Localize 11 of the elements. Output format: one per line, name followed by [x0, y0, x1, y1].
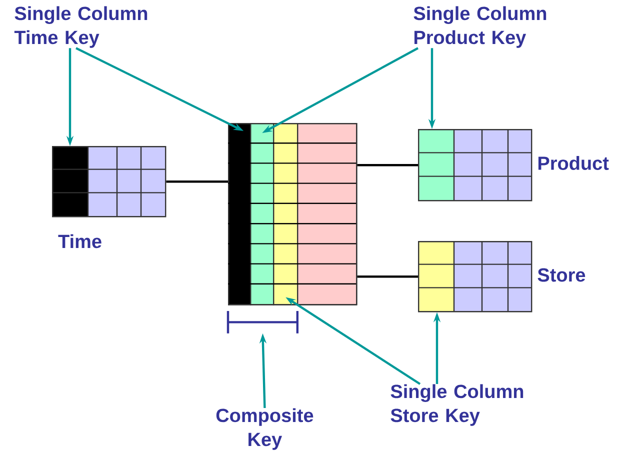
table-title: Store	[538, 268, 586, 282]
table-title: Time	[58, 234, 102, 248]
table-title: Product	[538, 156, 609, 170]
callout-label: Composite Key	[216, 408, 314, 450]
bracket	[226, 310, 298, 334]
connector-line	[357, 164, 418, 166]
connector-line	[357, 276, 418, 278]
callout-label: Single Column Store Key	[390, 384, 524, 426]
callout-label: Single Column Time Key	[14, 6, 148, 48]
connector-line	[166, 180, 228, 183]
callout-label: Single Column Product Key	[414, 6, 546, 48]
